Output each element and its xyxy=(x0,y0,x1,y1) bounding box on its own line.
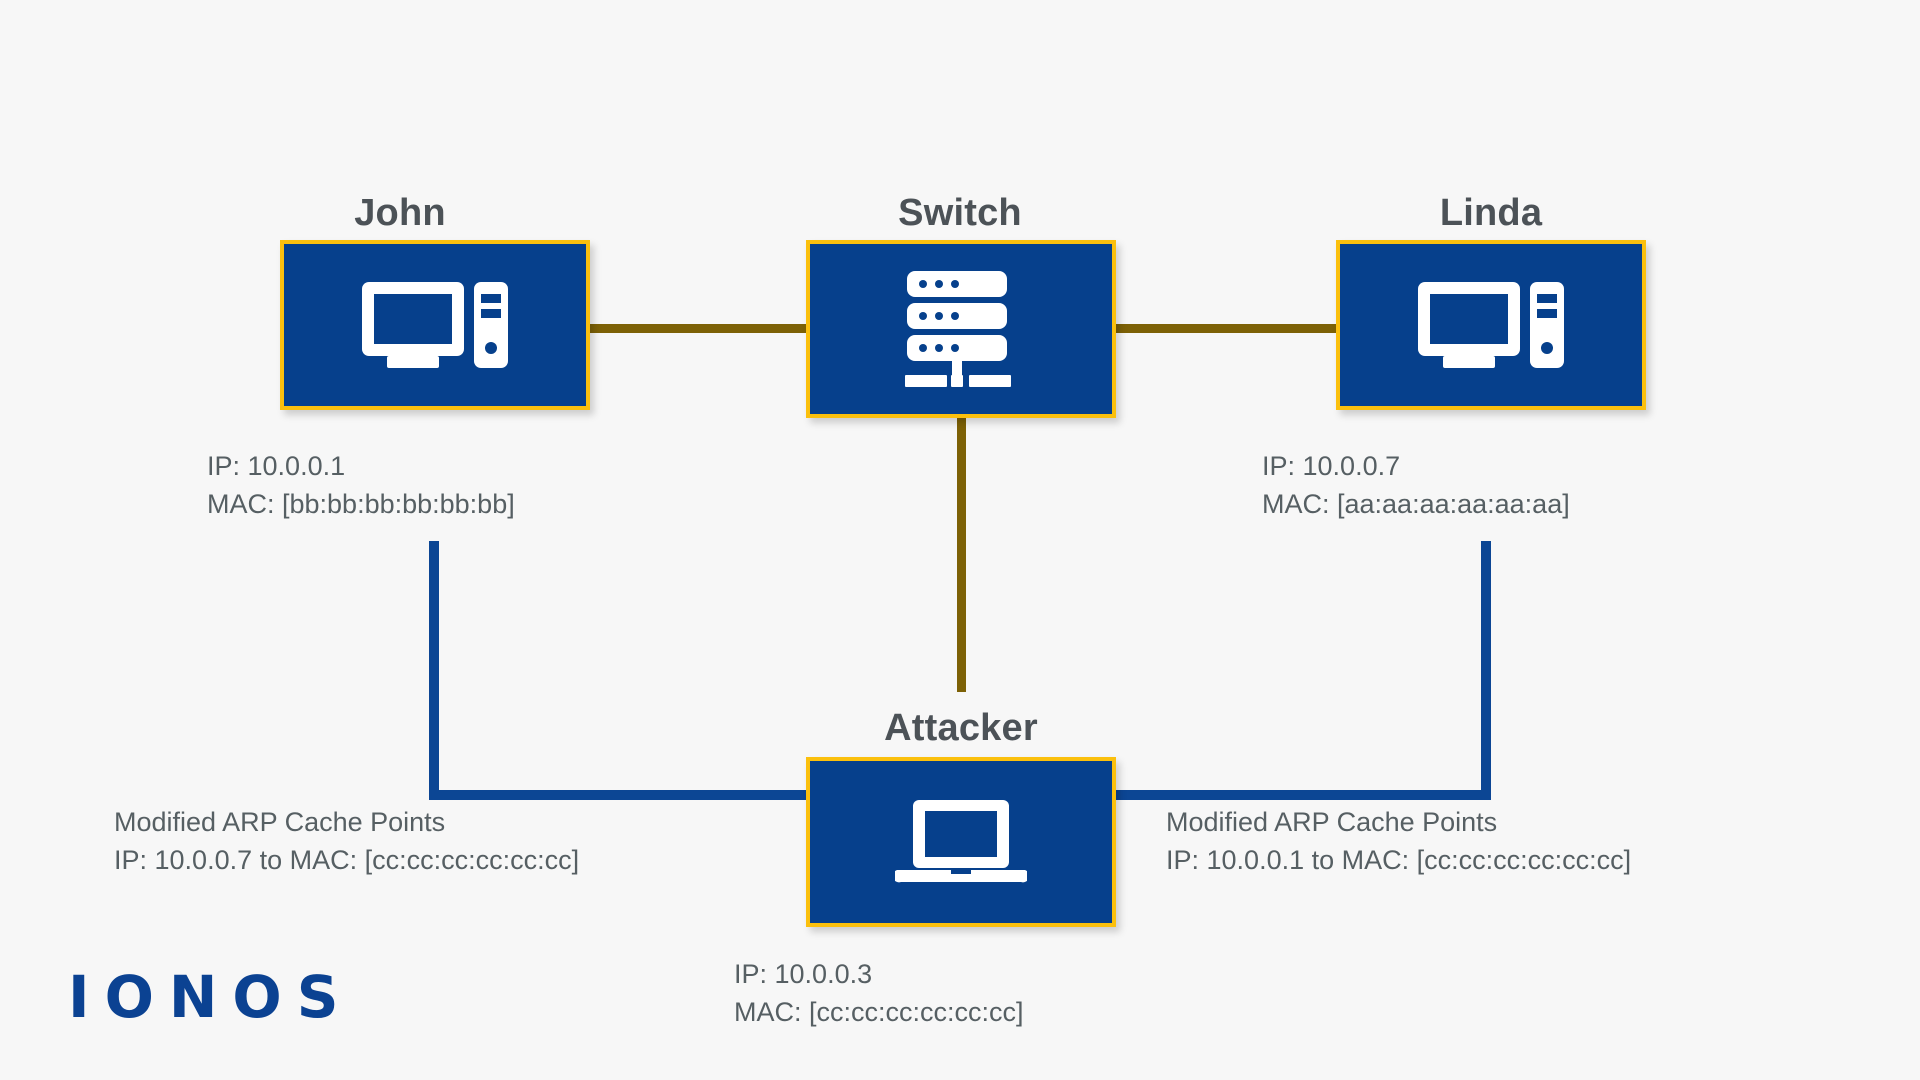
annotation-right: Modified ARP Cache Points IP: 10.0.0.1 t… xyxy=(1166,803,1631,880)
spoof-link-linda-vertical xyxy=(1481,541,1491,790)
desktop-computer-icon xyxy=(1418,282,1564,368)
annotation-left-line1: Modified ARP Cache Points xyxy=(114,807,446,837)
info-linda: IP: 10.0.0.7 MAC: [aa:aa:aa:aa:aa:aa] xyxy=(1262,447,1570,524)
node-switch[interactable] xyxy=(806,240,1116,418)
info-attacker-mac: MAC: [cc:cc:cc:cc:cc:cc] xyxy=(734,997,1024,1028)
info-john: IP: 10.0.0.1 MAC: [bb:bb:bb:bb:bb:bb] xyxy=(207,447,515,524)
link-switch-linda xyxy=(1116,324,1336,333)
info-linda-mac: MAC: [aa:aa:aa:aa:aa:aa] xyxy=(1262,489,1570,520)
desktop-computer-icon xyxy=(362,282,508,368)
annotation-left: Modified ARP Cache Points IP: 10.0.0.7 t… xyxy=(114,803,579,880)
link-john-switch xyxy=(590,324,810,333)
network-switch-icon xyxy=(905,271,1017,387)
spoof-link-john-horizontal xyxy=(429,790,810,800)
node-linda[interactable] xyxy=(1336,240,1646,410)
node-title-attacker: Attacker xyxy=(884,707,1038,749)
annotation-right-line1: Modified ARP Cache Points xyxy=(1166,807,1498,837)
node-attacker[interactable] xyxy=(806,757,1116,927)
info-john-ip: IP: 10.0.0.1 xyxy=(207,451,346,481)
node-title-switch: Switch xyxy=(898,192,1022,234)
node-title-linda: Linda xyxy=(1439,192,1543,234)
ionos-logo: IONOS xyxy=(68,963,354,1031)
info-attacker: IP: 10.0.0.3 MAC: [cc:cc:cc:cc:cc:cc] xyxy=(734,955,1024,1032)
link-switch-attacker xyxy=(957,418,966,692)
laptop-icon xyxy=(895,800,1027,884)
info-linda-ip: IP: 10.0.0.7 xyxy=(1262,451,1401,481)
info-john-mac: MAC: [bb:bb:bb:bb:bb:bb] xyxy=(207,489,515,520)
node-john[interactable] xyxy=(280,240,590,410)
info-attacker-ip: IP: 10.0.0.3 xyxy=(734,959,873,989)
annotation-left-line2: IP: 10.0.0.7 to MAC: [cc:cc:cc:cc:cc:cc] xyxy=(114,845,580,876)
spoof-link-john-vertical xyxy=(429,541,439,790)
node-title-john: John xyxy=(354,192,446,234)
spoof-link-linda-horizontal xyxy=(1110,790,1491,800)
annotation-right-line2: IP: 10.0.0.1 to MAC: [cc:cc:cc:cc:cc:cc] xyxy=(1166,845,1632,876)
